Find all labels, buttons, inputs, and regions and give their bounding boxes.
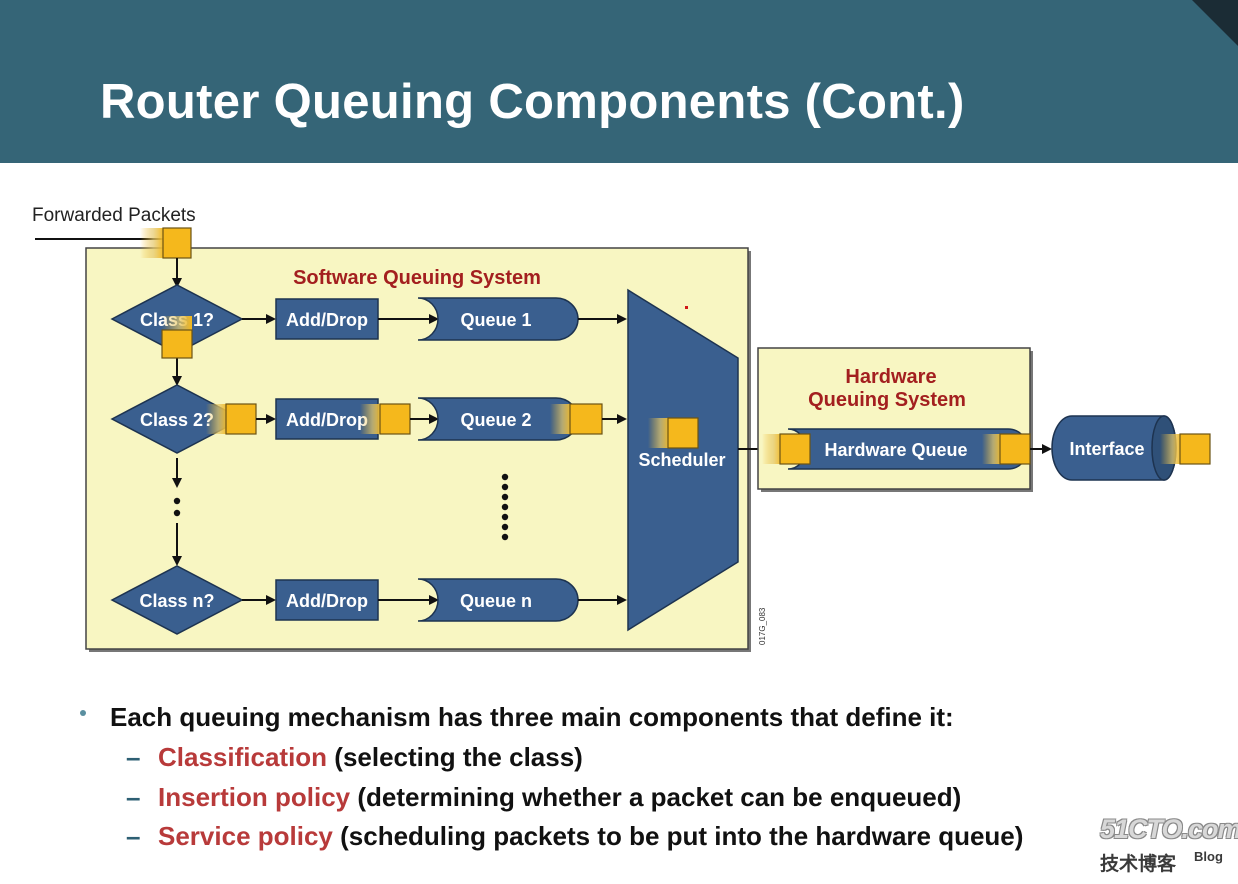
hardware-system-label-line1: Hardware (845, 366, 936, 388)
queue2-label: Queue 2 (460, 410, 531, 430)
scheduler-label: Scheduler (638, 450, 725, 470)
class2-label: Class 2? (140, 410, 214, 430)
queuen-label: Queue n (460, 591, 532, 611)
sub-bullet-insertion-policy: Insertion policy (determining whether a … (158, 782, 961, 813)
watermark-sub: 技术博客 (1100, 854, 1177, 875)
class-ellipsis-dots (173, 497, 181, 517)
sub-bullet-classification: Classification (selecting the class) (158, 742, 583, 773)
classn-adddrop-box (275, 579, 379, 621)
desc-insertion-policy: (determining whether a packet can be enq… (357, 782, 962, 812)
class2-packet (206, 403, 257, 435)
class2-adddrop-label: Add/Drop (286, 410, 368, 430)
desc-service-policy: (scheduling packets to be put into the h… (340, 821, 1024, 851)
queue1-label: Queue 1 (460, 310, 531, 330)
header-corner-decoration (1192, 0, 1238, 46)
classn-adddrop-label: Add/Drop (286, 591, 368, 611)
class1-packet (161, 316, 193, 359)
figure-code: 017G_083 (758, 607, 767, 645)
adddrop2-packet (360, 403, 411, 435)
hardware-system-label-line2: Queuing System (808, 389, 966, 411)
software-queuing-system-label: Software Queuing System (293, 267, 541, 289)
hardware-queue-label: Hardware Queue (824, 440, 967, 460)
red-marker-dot (685, 306, 688, 309)
queue1-shape (417, 297, 579, 341)
bullet-dot (80, 710, 86, 716)
term-classification: Classification (158, 742, 328, 772)
term-service-policy: Service policy (158, 821, 333, 851)
dash-1: – (126, 742, 141, 772)
sub-bullet-service-policy: Service policy (scheduling packets to be… (158, 821, 1023, 852)
watermark-site: 51CTO.com (1100, 814, 1238, 844)
queue2-packet (550, 403, 603, 435)
queue-ellipsis-dots (501, 473, 509, 541)
hardware-in-packet (762, 433, 811, 465)
interface-packet (1160, 433, 1211, 465)
hardware-out-packet (982, 433, 1031, 465)
dash-2: – (126, 782, 141, 812)
class1-adddrop-box (275, 298, 379, 340)
queuing-diagram: Forwarded Packets Software Queuing Syste… (32, 205, 1211, 652)
classn-label: Class n? (139, 591, 214, 611)
dash-3: – (126, 821, 141, 851)
term-insertion-policy: Insertion policy (158, 782, 351, 812)
queuen-shape (417, 578, 579, 622)
incoming-packets (140, 227, 192, 259)
scheduler-shape (627, 288, 739, 632)
main-bullet: Each queuing mechanism has three main co… (110, 702, 954, 732)
class1-adddrop-label: Add/Drop (286, 310, 368, 330)
scheduler-packet (648, 417, 699, 449)
desc-classification: (selecting the class) (334, 742, 583, 772)
slide-title: Router Queuing Components (Cont.) (100, 75, 965, 129)
forwarded-packets-label: Forwarded Packets (32, 205, 196, 226)
watermark-blog: Blog (1194, 849, 1223, 864)
interface-label: Interface (1069, 439, 1144, 459)
slide-header (0, 0, 1238, 163)
